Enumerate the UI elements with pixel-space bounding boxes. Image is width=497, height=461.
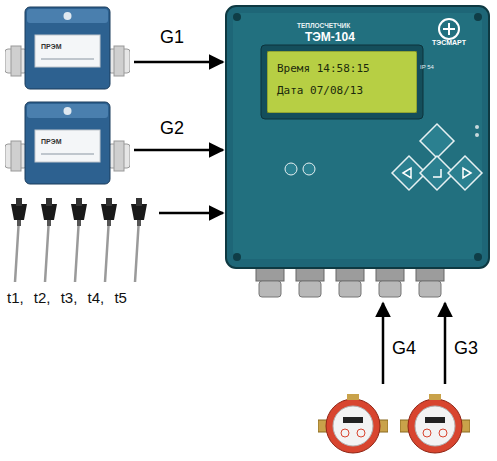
water-meter xyxy=(318,388,388,458)
signal-arrow xyxy=(159,212,223,215)
flow-meter: ПРЭМ xyxy=(5,100,130,188)
lcd-display: Время 14:58:15Дата 07/08/13 xyxy=(267,51,417,113)
heat-meter: ТЕПЛОСЧЕТЧИК ТЭМ-104ТЭСМАРТ Время 14:58:15… xyxy=(225,5,490,301)
lcd-display-outline xyxy=(267,51,417,113)
signal-arrow xyxy=(444,303,447,384)
node-text: ТЭМ-104 xyxy=(305,31,355,44)
flow-label: G3 xyxy=(454,338,478,359)
signal-arrow xyxy=(382,303,385,384)
heat-meter-outline xyxy=(225,5,490,301)
node-text: ПРЭМ xyxy=(41,138,62,146)
node-text: Время 14:58:15 xyxy=(277,63,370,75)
signal-arrow xyxy=(134,149,223,152)
node-text: Дата 07/08/13 xyxy=(277,85,363,97)
water-meter-outline xyxy=(318,388,388,458)
water-meter xyxy=(400,388,470,458)
temperature-sensors: t1, t2, t3, t4, t5 xyxy=(5,198,155,310)
node-text: t1, t2, t3, t4, t5 xyxy=(7,290,127,307)
node-text: ТЭСМАРТ xyxy=(432,39,466,47)
node-text: ПРЭМ xyxy=(41,43,62,51)
flow-label: G4 xyxy=(392,338,416,359)
flow-label: G1 xyxy=(160,27,184,48)
flow-meter-outline xyxy=(5,100,130,188)
water-meter-outline xyxy=(400,388,470,458)
flow-meter-outline xyxy=(5,5,130,93)
signal-arrow xyxy=(134,61,223,64)
spec-text: IP 54 xyxy=(420,64,434,70)
flow-label: G2 xyxy=(160,118,184,139)
node-text: ТЕПЛОСЧЕТЧИК xyxy=(297,22,350,29)
flow-meter: ПРЭМ xyxy=(5,5,130,93)
